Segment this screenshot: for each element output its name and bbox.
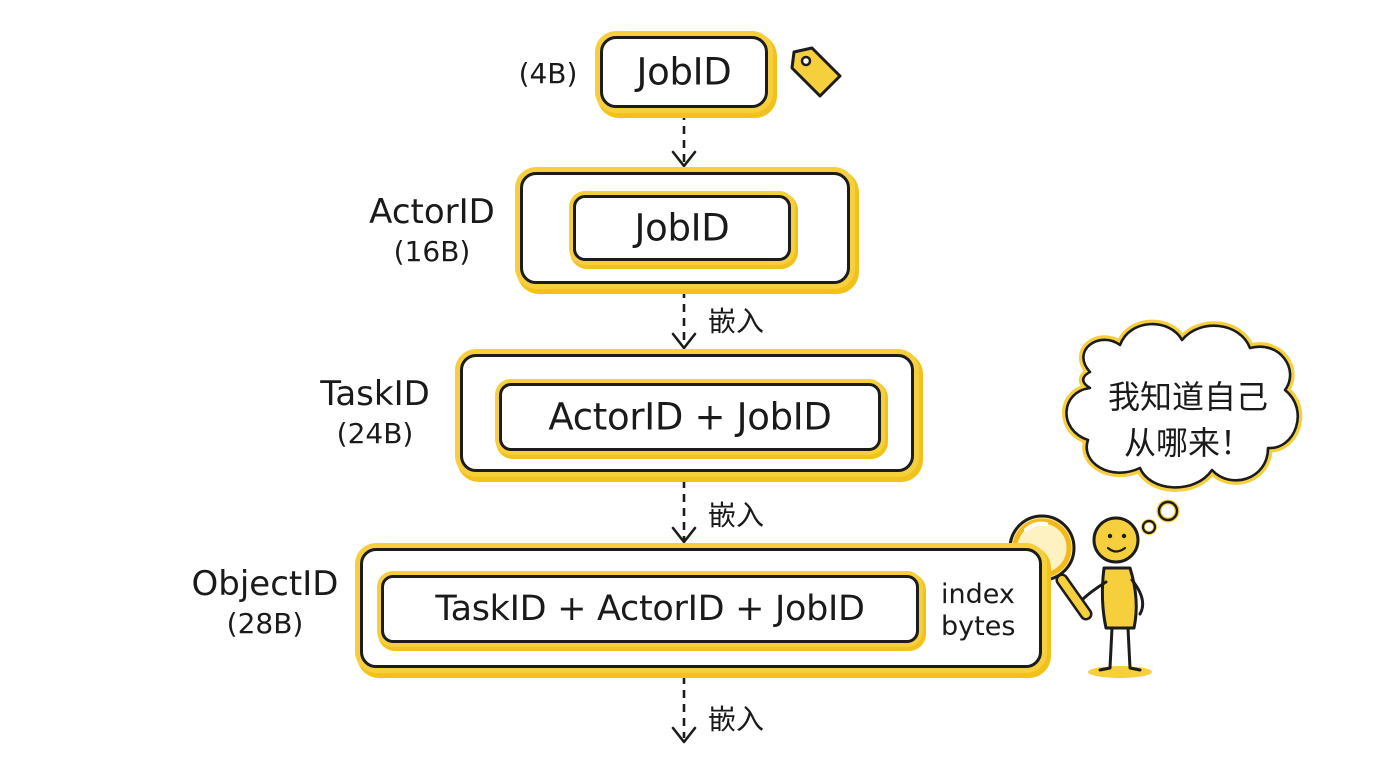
jobid-box-label: JobID bbox=[636, 50, 732, 94]
objectid-inner-box: TaskID + ActorID + JobID bbox=[381, 575, 919, 643]
index-bytes-line1: index bbox=[941, 579, 1015, 610]
actorid-name-label: ActorID (16B) bbox=[352, 192, 512, 272]
taskid-size-text: (24B) bbox=[336, 417, 414, 450]
jobid-box: JobID bbox=[600, 36, 768, 108]
taskid-name-label: TaskID (24B) bbox=[300, 374, 450, 454]
objectid-outer-box: TaskID + ActorID + JobID index bytes bbox=[360, 548, 1042, 668]
tag-icon bbox=[790, 46, 842, 98]
thought-bubble-text: 我知道自己 从哪来！ bbox=[1098, 374, 1278, 466]
embed-label-3: 嵌入 bbox=[708, 703, 765, 736]
actorid-inner-box: JobID bbox=[573, 195, 791, 261]
jobid-size-label: (4B) bbox=[510, 54, 586, 94]
objectid-size-text: (28B) bbox=[226, 607, 304, 640]
jobid-size-text: (4B) bbox=[518, 57, 578, 90]
actorid-inner-label: JobID bbox=[634, 206, 730, 250]
objectid-name-label: ObjectID (28B) bbox=[180, 564, 350, 644]
taskid-inner-label: ActorID + JobID bbox=[548, 395, 832, 439]
taskid-name-text: TaskID bbox=[320, 374, 430, 414]
thought-line-2: 从哪来！ bbox=[1123, 424, 1252, 462]
index-bytes-line2: bytes bbox=[941, 611, 1016, 642]
actorid-outer-box: JobID bbox=[520, 172, 850, 284]
stick-figure bbox=[1080, 516, 1152, 678]
objectid-name-text: ObjectID bbox=[191, 564, 339, 604]
arrow-taskid-to-objectid bbox=[671, 480, 697, 544]
arrow-actorid-to-taskid bbox=[671, 290, 697, 350]
actorid-size-text: (16B) bbox=[393, 235, 471, 268]
embed-label-1: 嵌入 bbox=[708, 305, 765, 338]
arrow-jobid-to-actorid bbox=[671, 112, 697, 168]
arrow-objectid-out bbox=[671, 676, 697, 744]
thought-bubble bbox=[1062, 319, 1303, 535]
taskid-inner-box: ActorID + JobID bbox=[499, 383, 881, 451]
objectid-inner-label: TaskID + ActorID + JobID bbox=[435, 589, 865, 629]
index-bytes-label: index bytes bbox=[941, 579, 1015, 643]
actorid-name-text: ActorID bbox=[369, 192, 495, 232]
taskid-outer-box: ActorID + JobID bbox=[460, 354, 914, 472]
thought-line-1: 我知道自己 bbox=[1107, 378, 1268, 416]
embed-label-2: 嵌入 bbox=[708, 499, 765, 532]
